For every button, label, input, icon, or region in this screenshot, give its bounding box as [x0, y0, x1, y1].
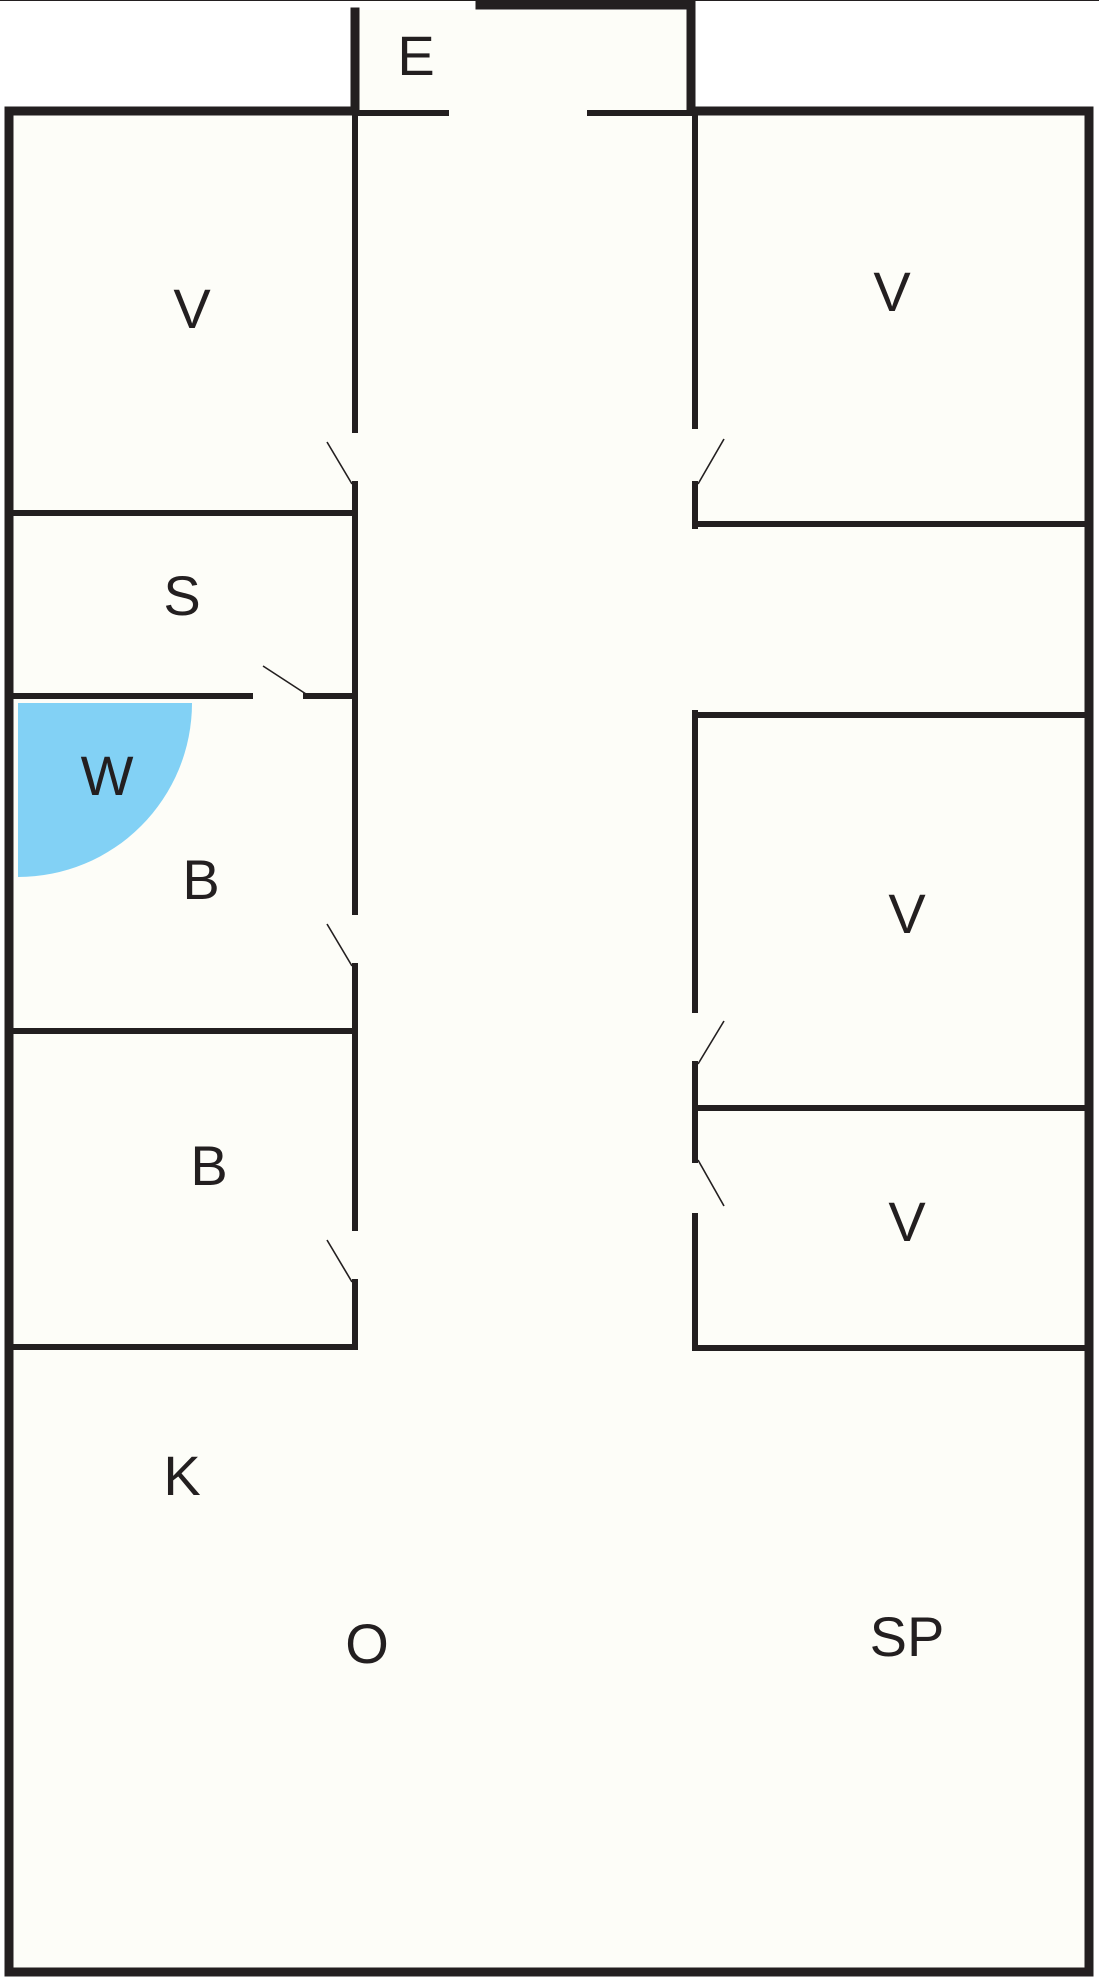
room-partitions: [10, 510, 1088, 1351]
door-swings: [262, 438, 725, 1283]
label-open-area: O: [345, 1612, 389, 1675]
label-room-mid-right: V: [888, 882, 926, 945]
label-room-top-left: V: [173, 277, 211, 340]
label-dining: SP: [870, 1605, 945, 1668]
label-room-top-right: V: [873, 260, 911, 323]
label-room-lower-right: V: [888, 1190, 926, 1253]
label-kitchen: K: [163, 1444, 200, 1507]
outer-walls: [4, 106, 1094, 1977]
fixture-quarter-circle: [18, 703, 192, 877]
label-bedroom-lower-left: B: [190, 1134, 227, 1197]
floor-main: [13, 115, 1085, 1968]
label-storage: S: [163, 564, 200, 627]
label-bath: B: [182, 848, 219, 911]
entrance-walls: [350, 0, 696, 116]
label-entrance: E: [397, 24, 434, 87]
label-fixture: W: [81, 744, 134, 807]
floor-entrance: [355, 10, 691, 120]
